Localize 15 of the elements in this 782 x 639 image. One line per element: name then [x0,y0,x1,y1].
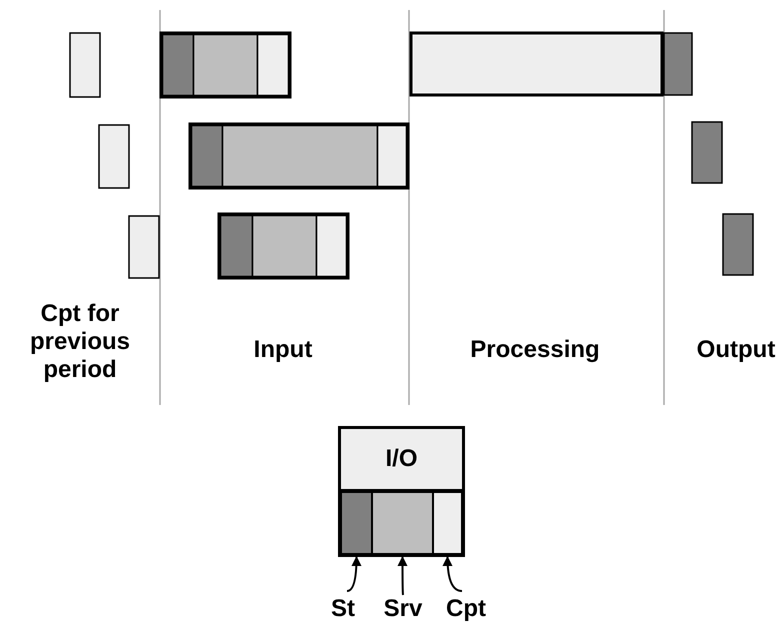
column-heading: Output [696,336,776,364]
key-label: Cpt [438,595,494,625]
arrow [346,556,362,592]
arrow [442,556,462,592]
time-segment [341,492,372,554]
time-segment [433,492,462,554]
column-heading: Input [252,336,314,364]
key-box [338,426,465,557]
time-segment [372,492,433,554]
key-label: St [318,595,368,625]
column-heading: Cpt for previous period [28,300,132,384]
arrow [398,556,408,596]
column-heading: Processing [469,336,601,364]
key-label: Srv [377,595,429,625]
box-title: I/O [384,445,418,473]
